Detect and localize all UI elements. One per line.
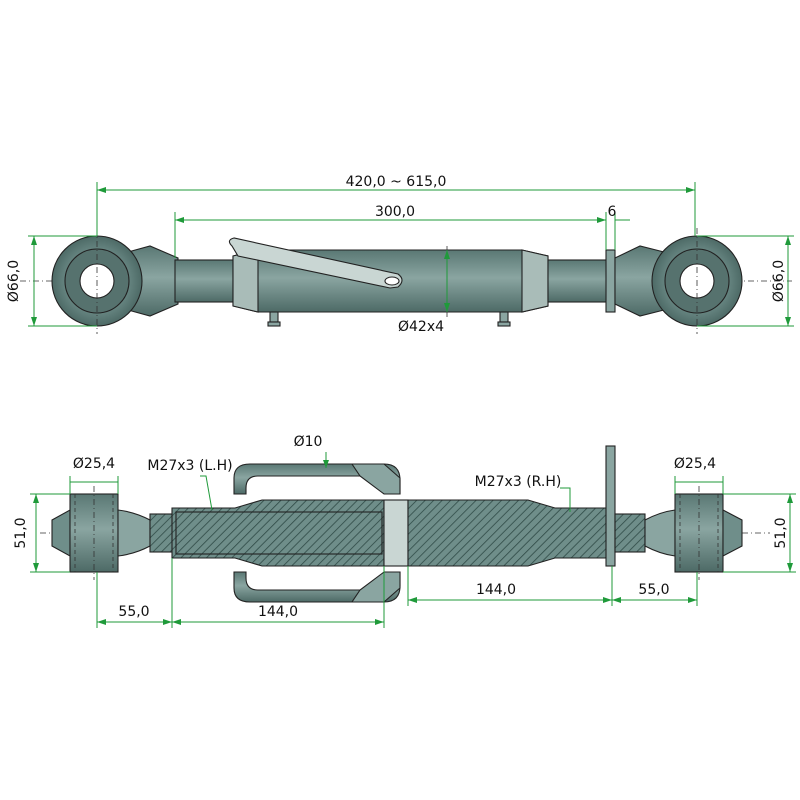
overall-length-label: 420,0 ~ 615,0 <box>346 174 447 190</box>
left-bore-label: Ø25,4 <box>73 456 115 472</box>
lock-flange-section <box>605 445 616 567</box>
left-eye-top <box>51 228 179 334</box>
right-tube-section <box>407 499 613 567</box>
left-offset-label: 55,0 <box>118 604 149 620</box>
tube-diameter-label: Ø42x4 <box>398 319 444 335</box>
section-view: Ø25,4 Ø25,4 Ø10 M27x3 (L.H) M27x3 (R.H) … <box>13 434 796 628</box>
left-eye-diameter-label: Ø66,0 <box>6 260 22 302</box>
left-rod-top <box>174 259 236 303</box>
left-tube-section <box>171 499 385 567</box>
right-thread-label: M27x3 (R.H) <box>475 474 562 490</box>
grease-nipples-top <box>267 311 511 327</box>
right-eye-top <box>614 228 743 334</box>
flange-thickness-label: 6 <box>608 204 617 220</box>
tube-length-label: 300,0 <box>375 204 415 220</box>
right-rod-top <box>547 259 609 303</box>
centre-gap <box>383 499 409 567</box>
right-bore-label: Ø25,4 <box>674 456 716 472</box>
right-ball-joint <box>644 486 743 580</box>
handle-diameter-label: Ø10 <box>294 434 323 450</box>
handle-top <box>228 237 403 289</box>
section-dimensions <box>30 452 796 628</box>
left-ball-joint <box>51 486 151 580</box>
left-thread-length-label: 144,0 <box>258 604 298 620</box>
right-thread-length-label: 144,0 <box>476 582 516 598</box>
right-thread-section <box>614 513 646 553</box>
top-dimensions <box>28 182 794 327</box>
right-eye-diameter-label: Ø66,0 <box>771 260 787 302</box>
right-ball-width-label: 51,0 <box>773 517 789 548</box>
top-view: 420,0 ~ 615,0 300,0 6 Ø66,0 Ø66,0 Ø42x4 <box>6 174 794 335</box>
lock-flange-top <box>605 249 616 313</box>
right-offset-label: 55,0 <box>638 582 669 598</box>
handle-section <box>233 463 401 603</box>
left-ball-width-label: 51,0 <box>13 517 29 548</box>
left-thread-label: M27x3 (L.H) <box>147 458 232 474</box>
